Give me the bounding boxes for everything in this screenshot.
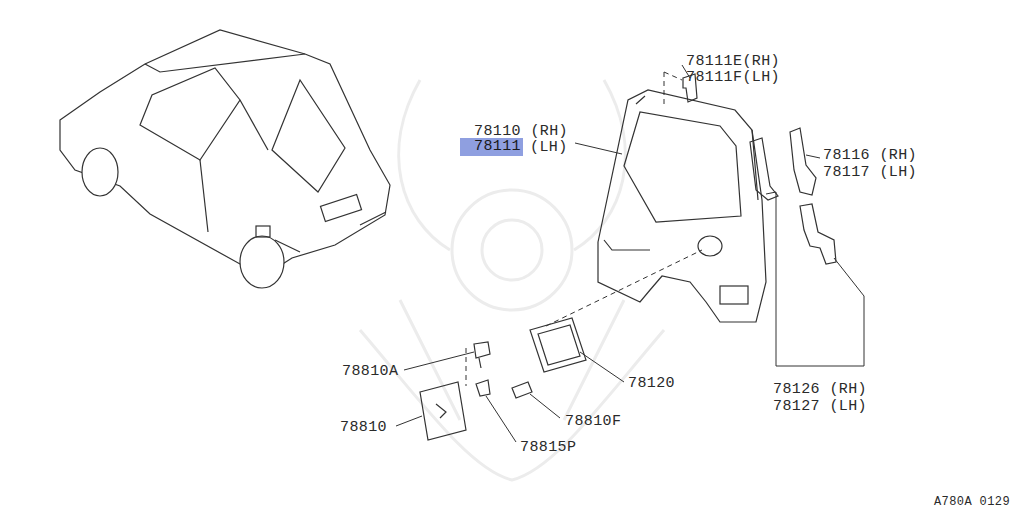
part-number: 78111 [474,139,522,155]
part-number: 78117 (LH) [823,165,917,181]
quarter-panel [598,90,766,322]
highlight-box: 78111 [460,138,523,156]
part-number: 78810 [340,420,387,436]
part-number: 78810A [342,364,398,380]
watermark [360,80,664,480]
part-number: 78111F(LH) [686,70,780,86]
part-number: 78810F [565,414,621,430]
part-number: 78111E(RH) [686,54,780,70]
car-sketch [60,30,390,288]
part-number: 78815P [520,440,576,456]
part-number: 78120 [628,376,675,392]
drawing-code: A780A 0129 [934,494,1010,510]
side-note: (LH) [530,140,568,156]
part-number: 78110 (RH) [474,124,568,140]
part-number: 78116 (RH) [823,148,917,164]
part-number: 78127 (LH) [773,399,867,415]
part-number: 78126 (RH) [773,382,867,398]
dashed-guides [466,72,702,386]
